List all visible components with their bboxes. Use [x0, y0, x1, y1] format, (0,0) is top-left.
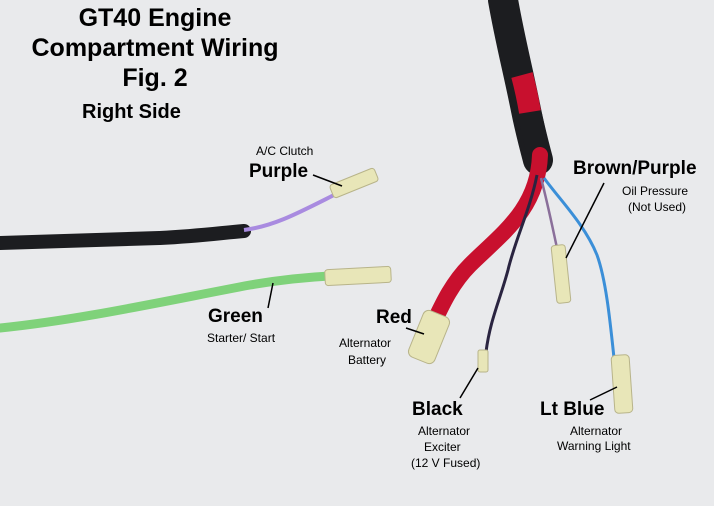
figure-title-line3: Fig. 2 [122, 64, 188, 92]
green-wire [0, 271, 335, 333]
red-note-line1: Alternator [339, 336, 392, 350]
black-note-line3: (12 V Fused) [411, 456, 481, 470]
brown-purple-label: Brown/Purple [573, 158, 697, 179]
figure-title-line1: GT40 Engine [78, 4, 232, 32]
lt-blue-label: Lt Blue [540, 399, 605, 420]
red-label: Red [376, 307, 412, 328]
leader-purple [312, 174, 343, 187]
black-exciter-wire [484, 174, 539, 353]
leader-green [267, 282, 274, 309]
leader-lt-blue [589, 386, 618, 401]
black-note-line2: Exciter [424, 440, 461, 454]
brown-purple-connector [550, 244, 572, 304]
green-connector [324, 265, 392, 287]
figure-subtitle: Right Side [82, 101, 181, 123]
leader-brown-purple [565, 182, 605, 259]
lt-blue-note-line1: Alternator [570, 424, 623, 438]
black-note-line1: Alternator [418, 424, 471, 438]
red-note-line2: Battery [348, 353, 387, 367]
black-label: Black [412, 399, 463, 420]
red-sleeve-section [511, 72, 541, 114]
black-band [518, 112, 550, 155]
red-connector [407, 309, 451, 365]
purple-connector [329, 167, 379, 199]
brown-purple-note-line2: (Not Used) [628, 200, 687, 214]
lt-blue-note-line2: Warning Light [557, 439, 631, 453]
leader-red [405, 327, 425, 335]
leader-black [459, 367, 479, 399]
black-connector [477, 349, 489, 373]
purple-wire [243, 191, 339, 232]
lt-blue-wire [542, 177, 616, 359]
red-wire [426, 147, 548, 330]
brown-purple-note-line1: Oil Pressure [622, 184, 689, 198]
black-cable-left [0, 224, 251, 250]
figure-title-line2: Compartment Wiring [31, 34, 279, 62]
green-note: Starter/ Start [207, 331, 276, 345]
brown-purple-wire [539, 177, 559, 249]
lt-blue-connector [610, 354, 634, 414]
purple-note: A/C Clutch [256, 144, 314, 158]
green-label: Green [208, 306, 263, 327]
purple-label: Purple [249, 161, 309, 182]
